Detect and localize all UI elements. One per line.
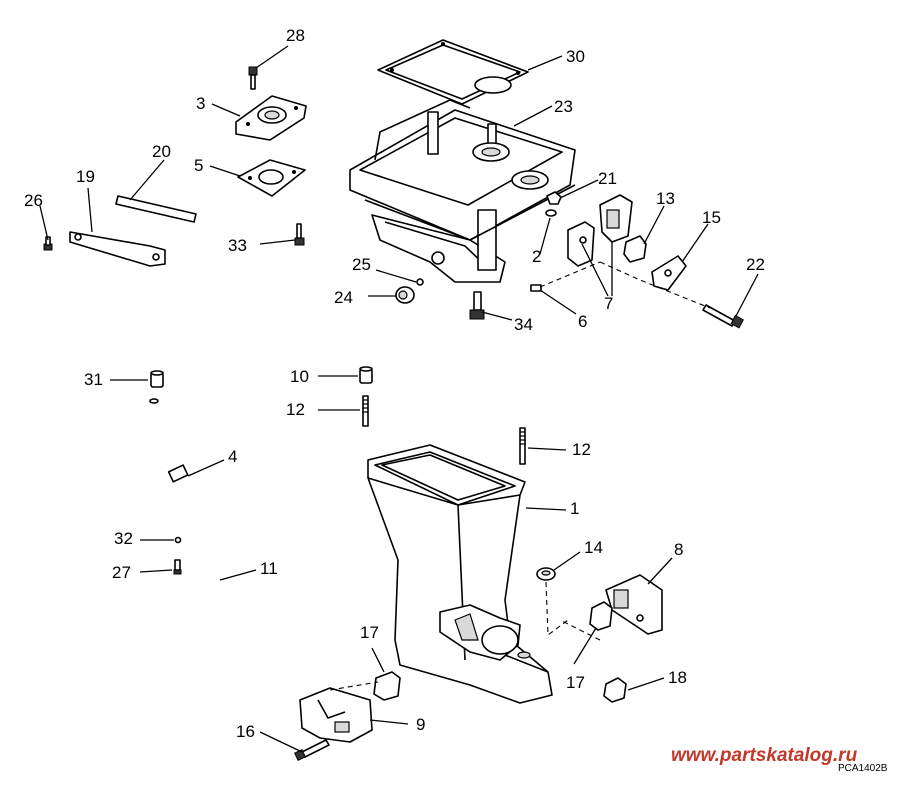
part-26-screw [43,236,53,251]
callout-19: 19 [76,167,95,186]
callout-23: 23 [554,97,573,116]
part-20-rod [115,195,197,223]
part-21-nut [546,191,562,205]
callout-24: 24 [334,288,353,307]
callout-17-right: 17 [566,673,585,692]
part-15-plate [651,255,687,291]
callout-10: 10 [290,367,309,386]
part-27-screw [173,559,182,575]
callout-34: 34 [514,315,533,334]
part-7-bracket-b [599,194,633,243]
part-12-stud-b [519,427,526,465]
part-6-screw [530,284,542,292]
callout-33: 33 [228,236,247,255]
callout-9: 9 [416,715,425,734]
part-12-stud-a [362,395,369,427]
part-14-plug [536,567,556,581]
diagram-code: PCA1402B [838,763,888,774]
part-32-washer [174,536,182,544]
callout-2: 2 [532,247,541,266]
callout-21: 21 [598,169,617,188]
part-30-gasket [377,39,529,105]
part-2-washer [545,209,557,217]
part-17-rubber-mount-left [373,671,401,701]
callout-28: 28 [286,26,305,45]
part-9-lower-mount [299,687,373,743]
part-17-rubber-mount-right [589,601,613,631]
callout-6: 6 [578,312,587,331]
part-13-rubber-mount [623,235,647,263]
callout-16: 16 [236,722,255,741]
part-8-mount-bracket [605,574,663,635]
part-23-exhaust-adapter [349,99,576,283]
part-28-bolt [248,66,258,90]
callout-15: 15 [702,208,721,227]
part-1-exhaust-housing [367,444,553,704]
callout-13: 13 [656,189,675,208]
part-11-water-tube [149,398,221,641]
part-19-bracket [69,231,166,267]
part-31-cap [150,370,164,388]
callout-26: 26 [24,191,43,210]
callout-4: 4 [228,447,237,466]
callout-3: 3 [196,94,205,113]
callout-12-upper: 12 [286,400,305,419]
callout-27: 27 [112,563,131,582]
part-33-bolt [294,223,305,246]
callout-31: 31 [84,370,103,389]
callout-14: 14 [584,538,603,557]
callout-8: 8 [674,540,683,559]
callout-11: 11 [260,559,278,578]
callout-17-left: 17 [360,623,379,642]
callout-22: 22 [746,255,765,274]
callout-12-lower: 12 [572,440,591,459]
part-25-small-ring [416,278,424,286]
callout-25: 25 [352,255,371,274]
callout-5: 5 [194,156,203,175]
callout-32: 32 [114,529,133,548]
part-4-grommet [167,464,189,483]
callout-labels: 28 30 3 23 20 5 19 21 13 26 15 33 2 22 2… [24,26,765,741]
part-18-rubber-block [603,677,627,703]
part-3-cover-plate [235,95,307,141]
callout-7: 7 [604,294,613,313]
part-22-bolt [702,304,744,329]
part-16-bolt [294,739,330,761]
callout-30: 30 [566,47,585,66]
callout-20: 20 [152,142,171,161]
watermark-text: www.partskatalog.ru [671,745,858,766]
callout-1: 1 [570,499,579,518]
callout-18: 18 [668,668,687,687]
part-10-cap [359,366,373,384]
part-24-plug [395,286,415,304]
part-5-gasket [237,159,306,197]
leader-lines [39,45,759,753]
part-34-bolt [469,291,485,320]
